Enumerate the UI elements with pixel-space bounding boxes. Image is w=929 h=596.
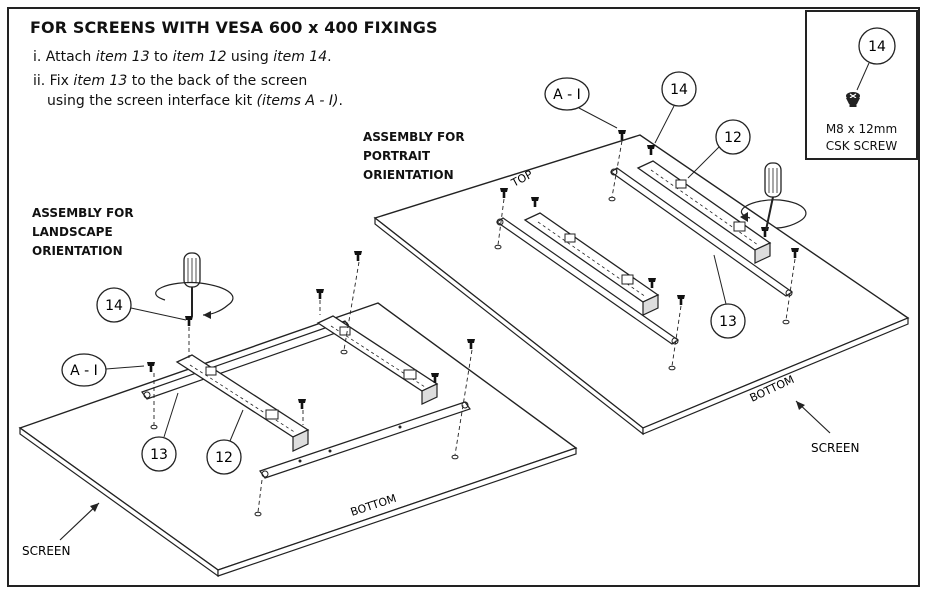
- portrait-callout-13: 13: [710, 254, 746, 339]
- landscape-bracket-left: [175, 354, 310, 452]
- svg-text:A - I: A - I: [553, 87, 581, 103]
- landscape-callout-13: 13: [141, 392, 179, 472]
- screw-size-label: M8 x 12mm: [825, 122, 898, 136]
- svg-text:13: 13: [150, 447, 168, 463]
- landscape-callout-a-i: A - I: [61, 353, 145, 387]
- portrait-rail-right: [609, 167, 794, 297]
- drawing-frame: [7, 7, 920, 587]
- portrait-screwdriver: [740, 162, 807, 231]
- landscape-screwdriver: [155, 252, 234, 319]
- landscape-rail-lower: [259, 401, 471, 479]
- portrait-screen: [373, 134, 910, 436]
- landscape-callout-14: 14: [96, 287, 187, 323]
- landscape-heading: ASSEMBLY FOR LANDSCAPE ORIENTATION: [32, 206, 134, 258]
- landscape-callout-12: 12: [206, 409, 244, 475]
- landscape-screen-arrow: [59, 502, 100, 541]
- portrait-callout-a-i: A - I: [544, 77, 618, 129]
- portrait-rail-left: [495, 217, 680, 345]
- landscape-screen-arrowhead: [90, 503, 99, 512]
- svg-text:12: 12: [215, 450, 233, 466]
- portrait-screws: [494, 130, 799, 371]
- portrait-heading: ASSEMBLY FOR PORTRAIT ORIENTATION: [363, 130, 465, 182]
- kit-callout-14: 14: [868, 39, 886, 55]
- landscape-screen-label: SCREEN: [22, 544, 70, 558]
- portrait-screen-arrowhead: [796, 401, 805, 410]
- screw-type-label: CSK SCREW: [825, 139, 898, 153]
- portrait-screen-label: SCREEN: [811, 441, 859, 455]
- instruction-step-2: ii. Fix item 13 to the back of the scree…: [33, 73, 308, 89]
- portrait-callout-14: 14: [654, 71, 697, 144]
- instruction-step-1: i. Attach item 13 to item 12 using item …: [33, 49, 332, 65]
- screw-detail-art: 14: [846, 27, 896, 107]
- portrait-bracket-right: [636, 160, 772, 264]
- instruction-step-2-continued: using the screen interface kit (items A …: [47, 93, 343, 109]
- svg-text:13: 13: [719, 314, 737, 330]
- svg-text:A - I: A - I: [70, 363, 98, 379]
- portrait-callout-12: 12: [687, 119, 751, 179]
- portrait-bracket-left: [523, 212, 660, 316]
- svg-text:14: 14: [105, 298, 123, 314]
- svg-text:14: 14: [670, 82, 688, 98]
- landscape-screws: [147, 251, 475, 517]
- page-title: FOR SCREENS WITH VESA 600 x 400 FIXINGS: [30, 18, 438, 37]
- svg-text:12: 12: [724, 130, 742, 146]
- landscape-bracket-right: [316, 315, 439, 405]
- csk-screw-icon: [846, 92, 860, 107]
- screw-detail-box: 14 M8 x 12mm CSK SCREW: [805, 10, 918, 160]
